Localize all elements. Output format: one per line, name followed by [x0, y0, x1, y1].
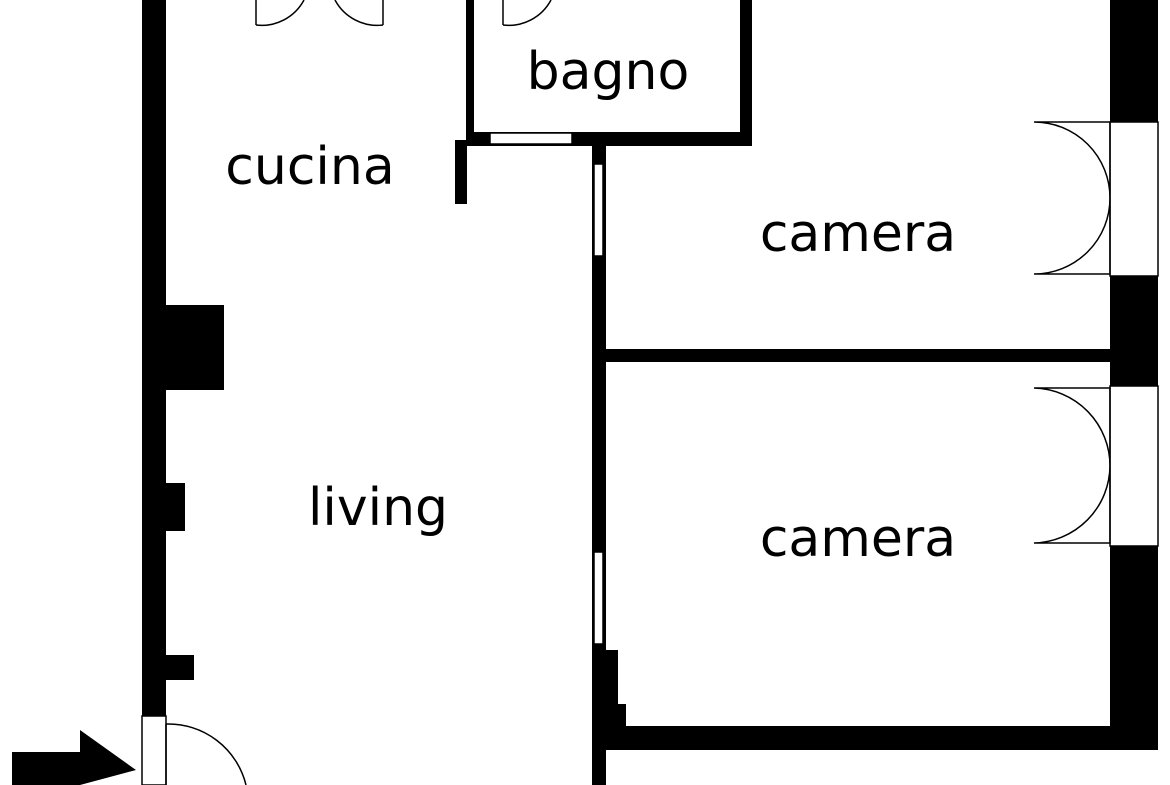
- wall-pier-lower: [166, 655, 194, 680]
- bagno-wall-right: [740, 0, 752, 146]
- bagno-window: [489, 132, 573, 145]
- right-outer-wall-middle: [1110, 276, 1158, 386]
- room-label-camera-lower: camera: [760, 509, 956, 569]
- wall-pier-middle: [166, 483, 185, 531]
- bedroom-divider-wall: [606, 349, 1110, 362]
- room-label-cucina: cucina: [225, 137, 394, 197]
- camera-2-window-swing-bottom: [1033, 465, 1111, 544]
- kitchen-door-swing-right: [334, 0, 384, 27]
- kitchen-partition: [455, 140, 467, 204]
- room-label-living: living: [308, 478, 448, 538]
- right-window-upper: [1109, 121, 1159, 277]
- kitchen-door-swing-left: [255, 0, 305, 27]
- wall-step-1: [606, 650, 618, 750]
- wall-left-outer: [142, 0, 166, 716]
- right-window-lower: [1109, 385, 1159, 547]
- room-label-camera-upper: camera: [760, 204, 956, 264]
- bagno-door-swing: [502, 0, 552, 27]
- entrance-arrow-icon: [12, 730, 136, 785]
- central-wall-opening-upper: [593, 163, 604, 257]
- central-wall-opening-lower: [593, 551, 604, 645]
- bagno-wall-left: [466, 0, 474, 140]
- bedroom-bottom-wall: [618, 726, 1158, 750]
- entrance-door-swing: [165, 723, 247, 785]
- room-label-bagno: bagno: [527, 42, 690, 102]
- wall-pier-upper: [166, 305, 224, 390]
- right-outer-wall-bottom: [1110, 546, 1158, 750]
- camera-2-window-swing-top: [1033, 387, 1111, 467]
- camera-1-window-swing-top: [1033, 121, 1111, 199]
- entrance-door-jamb: [141, 715, 167, 785]
- right-outer-wall-top: [1110, 0, 1158, 122]
- camera-1-window-swing-bottom: [1033, 197, 1111, 275]
